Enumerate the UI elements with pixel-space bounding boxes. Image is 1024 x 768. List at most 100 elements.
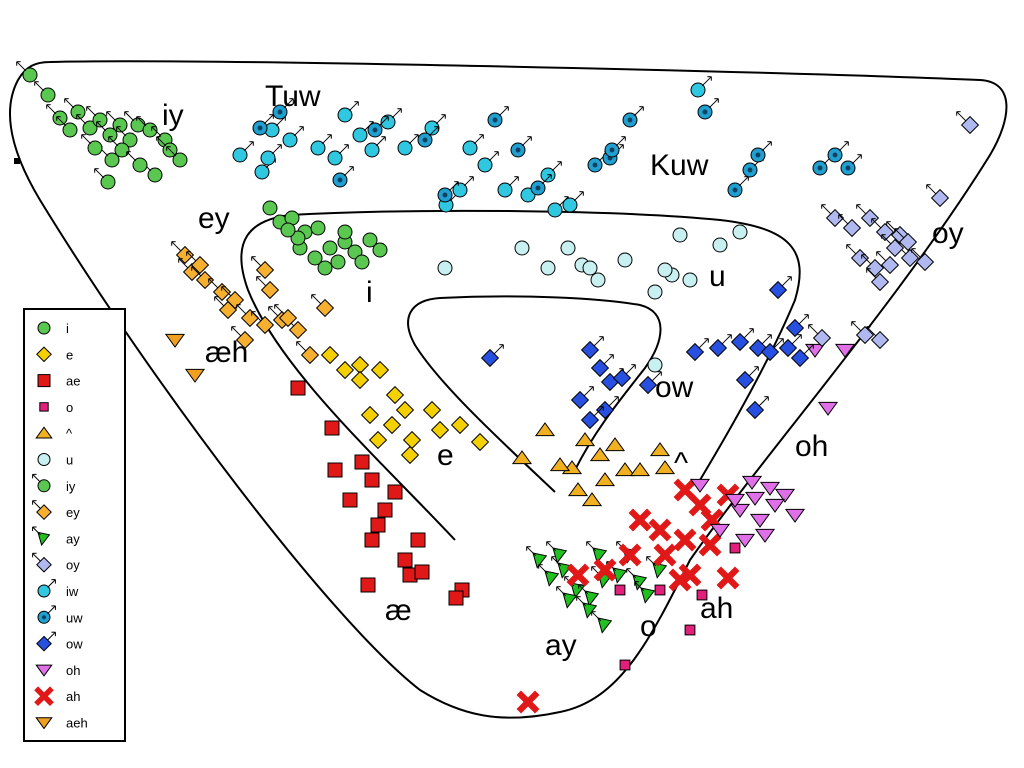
point-uw-1 — [272, 98, 294, 120]
point-u-13 — [732, 224, 748, 240]
point-iw-12 — [452, 176, 474, 198]
point-iy-10 — [108, 136, 130, 158]
region-label-o: o — [640, 610, 657, 643]
region-label-ae: æ — [385, 594, 412, 627]
region-label-e: e — [437, 439, 454, 472]
point-ey-6 — [251, 311, 275, 335]
point-u-7 — [617, 252, 633, 268]
point-oh-3 — [741, 475, 763, 490]
point-ow-19 — [768, 276, 792, 300]
point-u-12 — [712, 237, 728, 253]
point-^-4 — [589, 447, 611, 462]
point-u-8 — [647, 284, 663, 300]
point-iy-9 — [116, 126, 138, 148]
point-uw-8 — [530, 174, 552, 196]
point-iw-17 — [540, 161, 562, 183]
point-ah-5 — [648, 518, 672, 542]
point-e-1 — [335, 360, 355, 380]
point-ey-12 — [256, 276, 280, 300]
legend-marker-^ — [35, 426, 53, 439]
outer-boundary — [8, 60, 1008, 719]
legend-label-e: e — [66, 347, 73, 362]
point-ae-1 — [324, 420, 340, 436]
point-u-15 — [657, 262, 673, 278]
legend-label-i: i — [66, 321, 69, 336]
point-ah-0 — [516, 690, 540, 714]
point-e-6 — [382, 415, 402, 435]
point-oy-11 — [911, 248, 935, 272]
point-uw-18 — [840, 154, 862, 176]
point-uw-17 — [827, 141, 849, 163]
point-u-6 — [582, 260, 598, 276]
point-i-6 — [307, 250, 323, 266]
point-oy-7 — [846, 244, 870, 268]
legend-marker-e — [36, 346, 52, 363]
point-e-5 — [395, 400, 415, 420]
point-ay-11 — [576, 596, 598, 619]
region-label-iy: iy — [162, 99, 184, 132]
point-ah-14 — [716, 566, 740, 590]
legend-marker-ow — [36, 631, 56, 652]
point-iy-19 — [94, 168, 116, 190]
point-ow-0 — [480, 344, 504, 368]
point-oy-0 — [956, 111, 980, 135]
point-i-15 — [290, 230, 306, 246]
point-oh-10 — [734, 533, 756, 548]
point-iw-13 — [462, 134, 484, 156]
region-label-ow: ow — [655, 371, 694, 404]
region-label-caret: ^ — [674, 447, 688, 480]
legend-label-iw: iw — [66, 584, 79, 599]
point-u-11 — [672, 227, 688, 243]
point-iw-22 — [327, 144, 349, 166]
point-i-4 — [310, 220, 326, 236]
point-i-11 — [362, 232, 378, 248]
legend-marker-oy — [32, 552, 52, 573]
point-e-13 — [400, 445, 420, 465]
point-ay-4 — [578, 584, 600, 607]
legend-label-iy: iy — [66, 479, 76, 494]
point-e-8 — [402, 430, 422, 450]
point-ah-6 — [673, 478, 697, 502]
point-u-1 — [514, 240, 530, 256]
point-u-0 — [437, 260, 453, 276]
point-ay-12 — [556, 586, 578, 609]
point-e-10 — [430, 420, 450, 440]
point-oy-12 — [866, 268, 890, 292]
point-uw-6 — [487, 106, 509, 128]
legend-label-u: u — [66, 453, 73, 468]
legend-marker-ey — [32, 500, 52, 521]
point-iw-20 — [690, 76, 712, 98]
point-iy-5 — [76, 114, 98, 136]
point-uw-12 — [697, 98, 719, 120]
point-e-0 — [320, 345, 340, 365]
point-e-12 — [470, 432, 490, 452]
point-oh-12 — [724, 493, 746, 508]
point-^-6 — [581, 492, 603, 507]
point-oh-0 — [817, 401, 839, 416]
point-uw-0 — [252, 114, 274, 136]
point-oh-11 — [709, 523, 731, 538]
point-ah-15 — [668, 568, 692, 592]
point-iw-9 — [397, 134, 419, 156]
point-oh-15 — [764, 498, 786, 513]
region-label-oy: oy — [932, 217, 964, 250]
point-^-13 — [549, 457, 571, 472]
point-ay-9 — [634, 581, 656, 604]
point-^-3 — [574, 432, 596, 447]
legend-marker-oh — [35, 664, 53, 677]
point-ae-7 — [370, 517, 386, 533]
point-ow-14 — [778, 334, 802, 358]
point-ow-15 — [790, 344, 814, 368]
point-^-8 — [614, 462, 636, 477]
point-o-0 — [619, 659, 631, 671]
region-label-ah: ah — [700, 592, 733, 625]
region-label-oh: oh — [795, 430, 828, 463]
point-iy-3 — [56, 116, 78, 138]
legend-label-uw: uw — [66, 610, 83, 625]
legend-marker-ae — [37, 374, 51, 388]
point-iw-0 — [232, 141, 254, 163]
legend-marker-aeh — [35, 717, 53, 730]
point-u-14 — [647, 357, 663, 373]
point-i-7 — [322, 240, 338, 256]
point-i-0 — [262, 200, 278, 216]
